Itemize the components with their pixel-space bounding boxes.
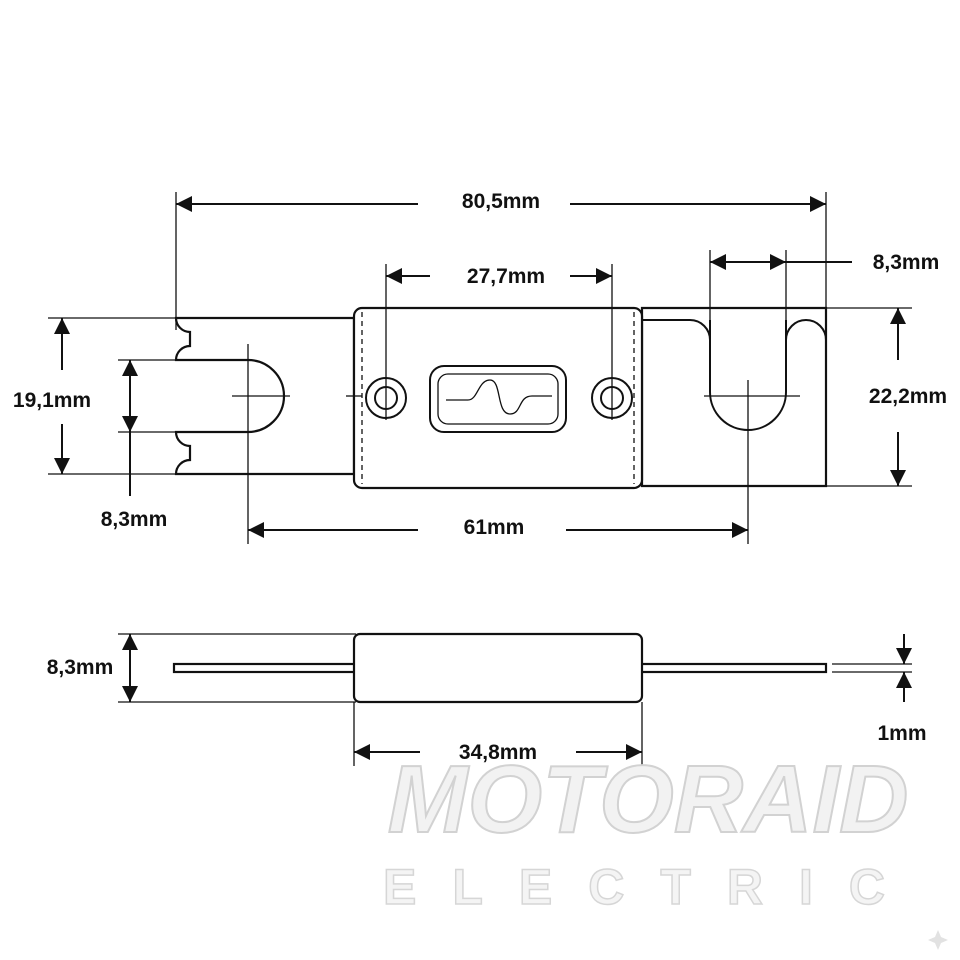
fuse-body-side [352,632,644,704]
label-body-thickness: 8,3mm [47,656,114,679]
top-view-dimensions [48,192,912,544]
top-view [174,306,828,490]
label-hole-spacing: 27,7mm [467,265,545,288]
side-view-dimensions [118,633,912,766]
left-blade [172,662,358,674]
fuse-body-top [352,306,644,490]
right-edge-notch [785,319,827,341]
label-body-length: 34,8mm [459,741,537,764]
side-view [172,632,912,704]
label-right-slot-width: 8,3mm [873,251,940,274]
right-tab [640,306,828,488]
right-slot-outer [642,319,711,341]
watermark-subtitle: ELECTRIC [383,859,921,915]
label-left-tab-height: 19,1mm [13,389,91,412]
label-left-slot-width: 8,3mm [101,508,168,531]
left-tab [174,316,356,476]
watermark-brand: MOTORAID [388,746,909,853]
label-blade-thickness: 1mm [877,722,926,745]
label-center-distance: 61mm [464,516,525,539]
label-overall-length: 80,5mm [462,190,540,213]
fuse-symbol-icon [446,379,552,415]
right-blade [638,662,828,674]
label-right-tab-height: 22,2mm [869,385,947,408]
fuse-window [429,365,567,433]
sparkle-icon [928,930,948,950]
